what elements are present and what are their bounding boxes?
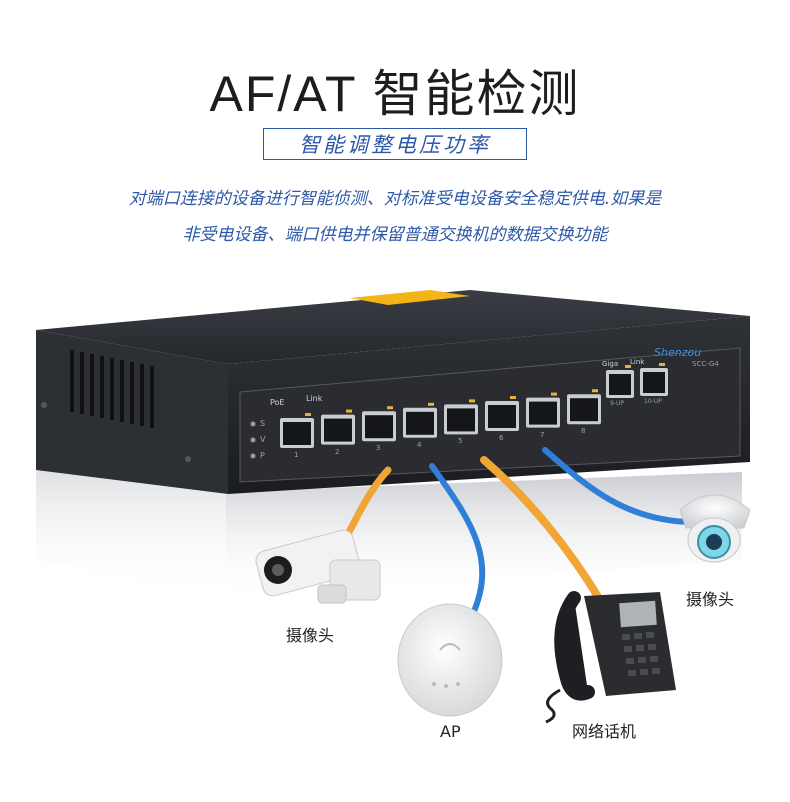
dome-camera [679,494,751,563]
model-label: SCC-G4 [692,360,719,368]
led-label-s: S [260,419,266,428]
giga-label: Giga [602,360,619,368]
port-number-8: 8 [581,427,586,436]
led-label-v: V [260,435,266,444]
ip-phone [545,591,676,724]
side-vents [70,350,154,428]
port-number-2: 2 [335,447,340,456]
ap-label: AP [440,722,461,741]
poe-label: PoE [270,398,285,407]
uplink-label-10: 10-UP [644,398,662,405]
switch-ports [280,363,668,448]
poe-port-7 [526,392,560,428]
poe-port-6 [485,396,519,431]
description-line-2: 非受电设备、端口供电并保留普通交换机的数据交换功能 [182,225,608,245]
page-title: AF/AT 智能检测 [209,66,581,122]
switch-reflection [36,470,742,600]
poe-port-5 [444,399,478,435]
uplink-label-9: 9-UP [610,400,624,407]
poe-port-2 [321,409,355,445]
camera-bullet-label: 摄像头 [286,626,335,645]
port-number-4: 4 [417,440,422,449]
port-number-7: 7 [540,430,545,439]
subtitle-box: 智能调整电压功率 [263,128,527,160]
camera-dome-label: 摄像头 [686,590,735,609]
bullet-camera [255,529,381,604]
poe-port-3 [362,406,396,442]
network-cables [326,447,693,623]
poe-port-1 [280,413,314,448]
port-number-1: 1 [294,451,299,459]
description-line-1: 对端口连接的设备进行智能侦测、对标准受电设备安全稳定供电.如果是 [128,189,662,209]
brand-logo: Shenzou [654,346,702,359]
phone-label: 网络话机 [572,722,637,741]
uplink-port-10 [640,363,668,396]
ap-device [397,603,503,717]
poe-port-4 [403,402,437,438]
port-number-3: 3 [376,444,381,453]
subtitle: 智能调整电压功率 [299,133,491,157]
port-number-6: 6 [499,434,504,442]
link-label-2: Link [630,358,645,366]
uplink-port-9 [606,365,634,398]
poe-port-8 [567,389,601,425]
link-label: Link [306,394,323,403]
led-label-p: P [260,451,265,460]
port-number-5: 5 [458,437,463,446]
